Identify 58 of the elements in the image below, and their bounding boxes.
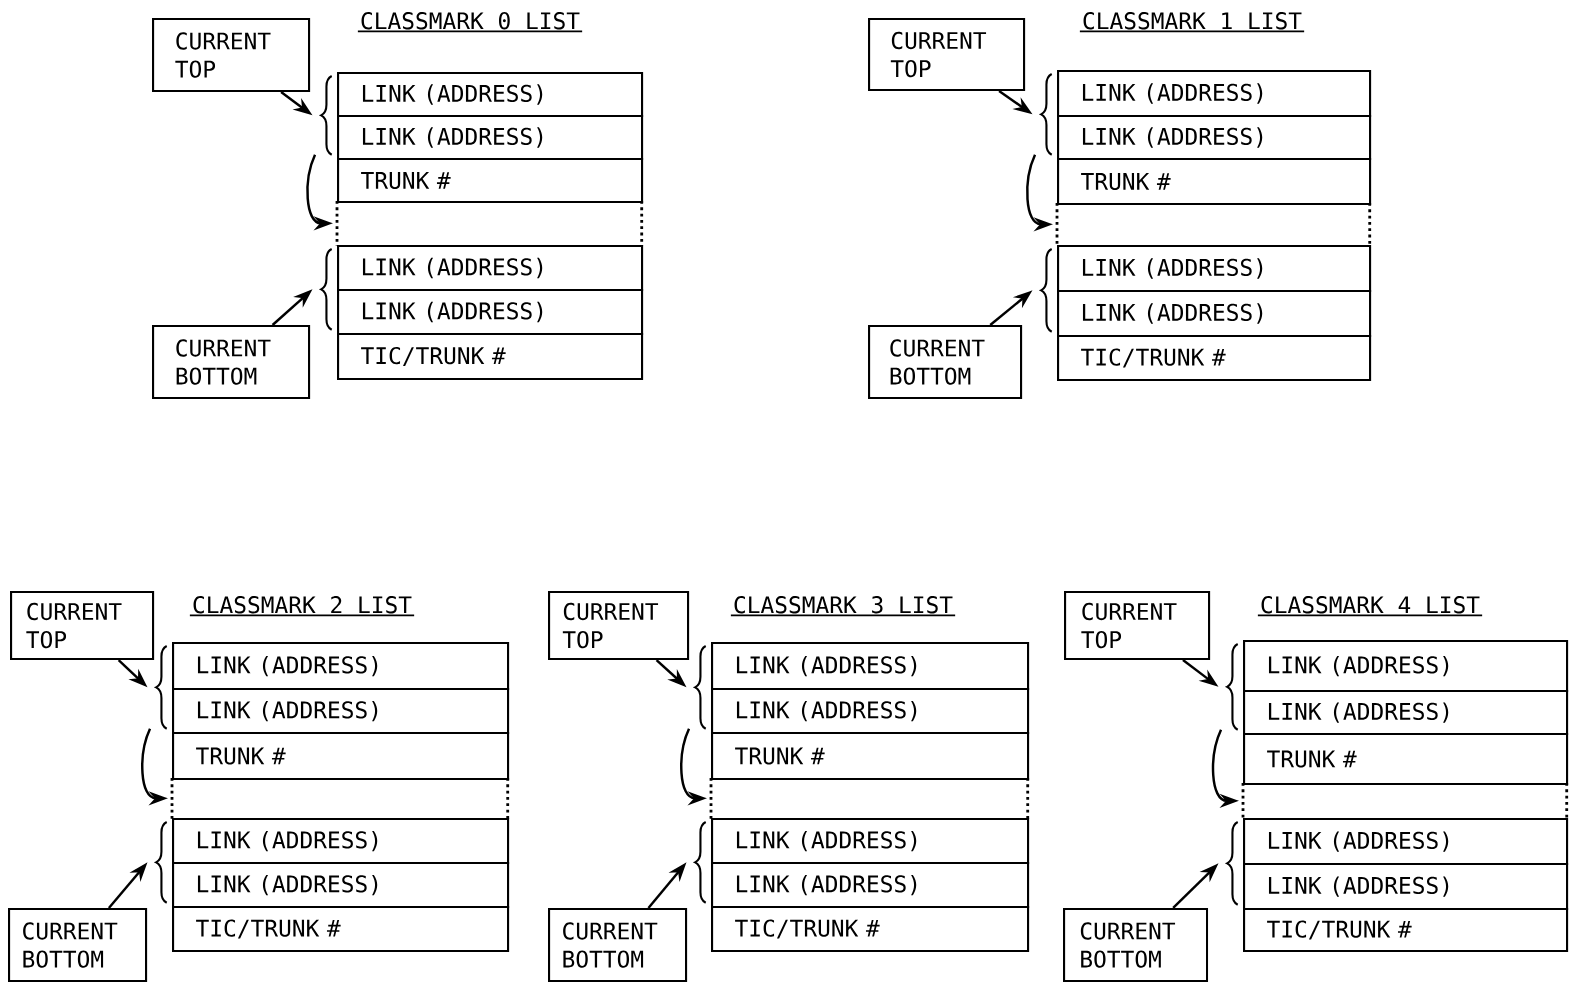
label-box: CURRENT TOP	[152, 18, 311, 93]
curly-brace	[155, 821, 168, 904]
list-title: CLASSMARK 2 LIST	[189, 596, 416, 617]
list-row: LINK (ADDRESS)	[1057, 115, 1372, 161]
list-row: LINK (ADDRESS)	[711, 818, 1030, 865]
list-row: LINK (ADDRESS)	[711, 862, 1030, 909]
list-row: LINK (ADDRESS)	[711, 688, 1030, 735]
curly-brace	[155, 645, 168, 730]
list-row: LINK (ADDRESS)	[172, 818, 510, 865]
list-row: LINK (ADDRESS)	[337, 72, 644, 118]
curly-brace	[320, 248, 333, 331]
list-row: LINK (ADDRESS)	[1057, 70, 1372, 118]
list-title: CLASSMARK 4 LIST	[1257, 596, 1484, 617]
list-row: LINK (ADDRESS)	[172, 642, 510, 691]
dotted-gap	[709, 776, 1030, 821]
list-row: LINK (ADDRESS)	[1243, 640, 1569, 693]
label-box: CURRENT BOTTOM	[152, 325, 311, 400]
list-row: LINK (ADDRESS)	[1243, 690, 1569, 736]
dotted-gap	[170, 776, 510, 821]
label-box: CURRENT BOTTOM	[868, 325, 1023, 400]
list-row: LINK (ADDRESS)	[172, 862, 510, 909]
curly-brace	[694, 821, 707, 904]
list-title: CLASSMARK 1 LIST	[1079, 12, 1306, 33]
curly-brace	[1040, 73, 1053, 156]
list-row: TRUNK #	[172, 732, 510, 781]
label-box: CURRENT TOP	[548, 591, 690, 661]
label-box: CURRENT BOTTOM	[1063, 908, 1209, 982]
list-row: LINK (ADDRESS)	[711, 642, 1030, 691]
list-row: LINK (ADDRESS)	[337, 245, 644, 292]
label-box: CURRENT TOP	[10, 591, 155, 661]
list-row: TIC/TRUNK #	[711, 906, 1030, 953]
list-row: LINK (ADDRESS)	[337, 115, 644, 161]
list-row: LINK (ADDRESS)	[337, 289, 644, 336]
list-row: TRUNK #	[337, 158, 644, 204]
label-box: CURRENT TOP	[868, 18, 1026, 92]
curly-brace	[1226, 821, 1239, 906]
list-title: CLASSMARK 3 LIST	[730, 596, 957, 617]
list-title: CLASSMARK 0 LIST	[357, 12, 584, 33]
label-box: CURRENT TOP	[1064, 591, 1211, 661]
list-row: LINK (ADDRESS)	[1243, 818, 1569, 866]
list-row: LINK (ADDRESS)	[1057, 245, 1372, 293]
curly-brace	[320, 75, 333, 156]
list-row: TRUNK #	[1057, 158, 1372, 206]
list-row: TIC/TRUNK #	[172, 906, 510, 953]
curly-brace	[1040, 248, 1053, 333]
curly-brace	[1226, 643, 1239, 731]
label-box: CURRENT BOTTOM	[548, 908, 688, 982]
list-row: TRUNK #	[1243, 733, 1569, 786]
list-row: LINK (ADDRESS)	[1243, 863, 1569, 911]
list-row: TIC/TRUNK #	[1243, 908, 1569, 953]
curly-brace	[694, 645, 707, 730]
label-box: CURRENT BOTTOM	[8, 908, 148, 982]
list-row: TRUNK #	[711, 732, 1030, 781]
list-row: TIC/TRUNK #	[337, 333, 644, 381]
dotted-gap	[335, 199, 644, 248]
list-row: LINK (ADDRESS)	[1057, 290, 1372, 338]
list-row: LINK (ADDRESS)	[172, 688, 510, 735]
list-row: TIC/TRUNK #	[1057, 335, 1372, 382]
